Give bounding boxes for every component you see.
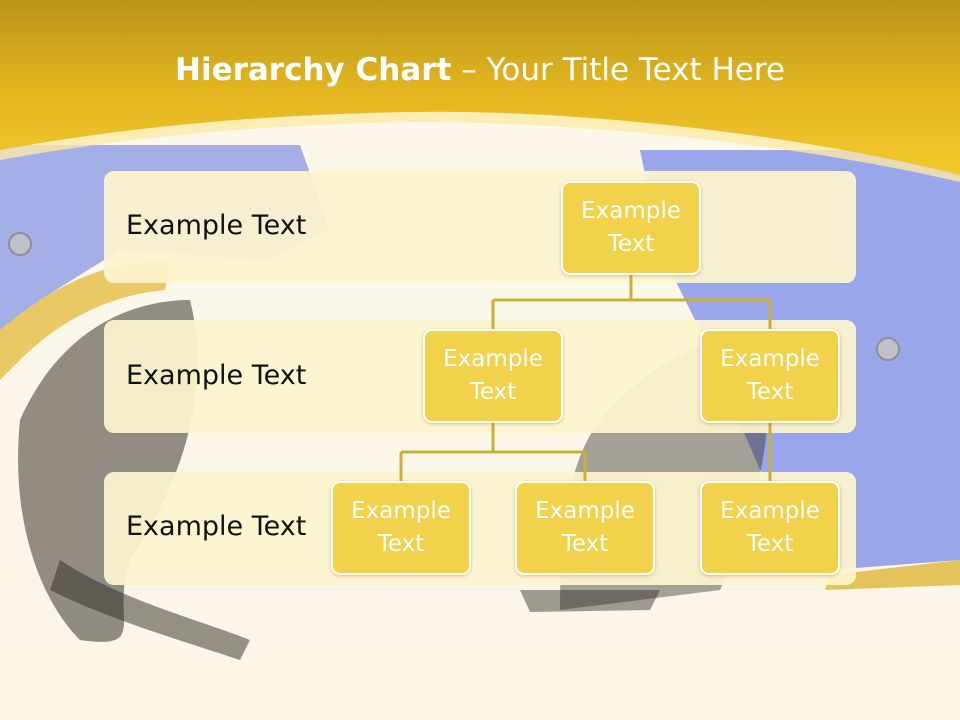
row-panel-1 xyxy=(104,171,856,283)
title-bold: Hierarchy Chart xyxy=(175,52,452,88)
row-label-3[interactable]: Example Text xyxy=(126,511,307,542)
node-level2-left[interactable]: Example Text xyxy=(423,329,563,423)
title-rest: – Your Title Text Here xyxy=(451,52,785,88)
slide-title: Hierarchy Chart – Your Title Text Here xyxy=(0,52,960,88)
node-level3-c[interactable]: Example Text xyxy=(700,481,840,575)
node-level2-right[interactable]: Example Text xyxy=(700,329,840,423)
node-level3-a[interactable]: Example Text xyxy=(331,481,471,575)
node-level3-b[interactable]: Example Text xyxy=(515,481,655,575)
node-root[interactable]: Example Text xyxy=(561,181,701,275)
row-label-1[interactable]: Example Text xyxy=(126,210,307,241)
row-label-2[interactable]: Example Text xyxy=(126,360,307,391)
